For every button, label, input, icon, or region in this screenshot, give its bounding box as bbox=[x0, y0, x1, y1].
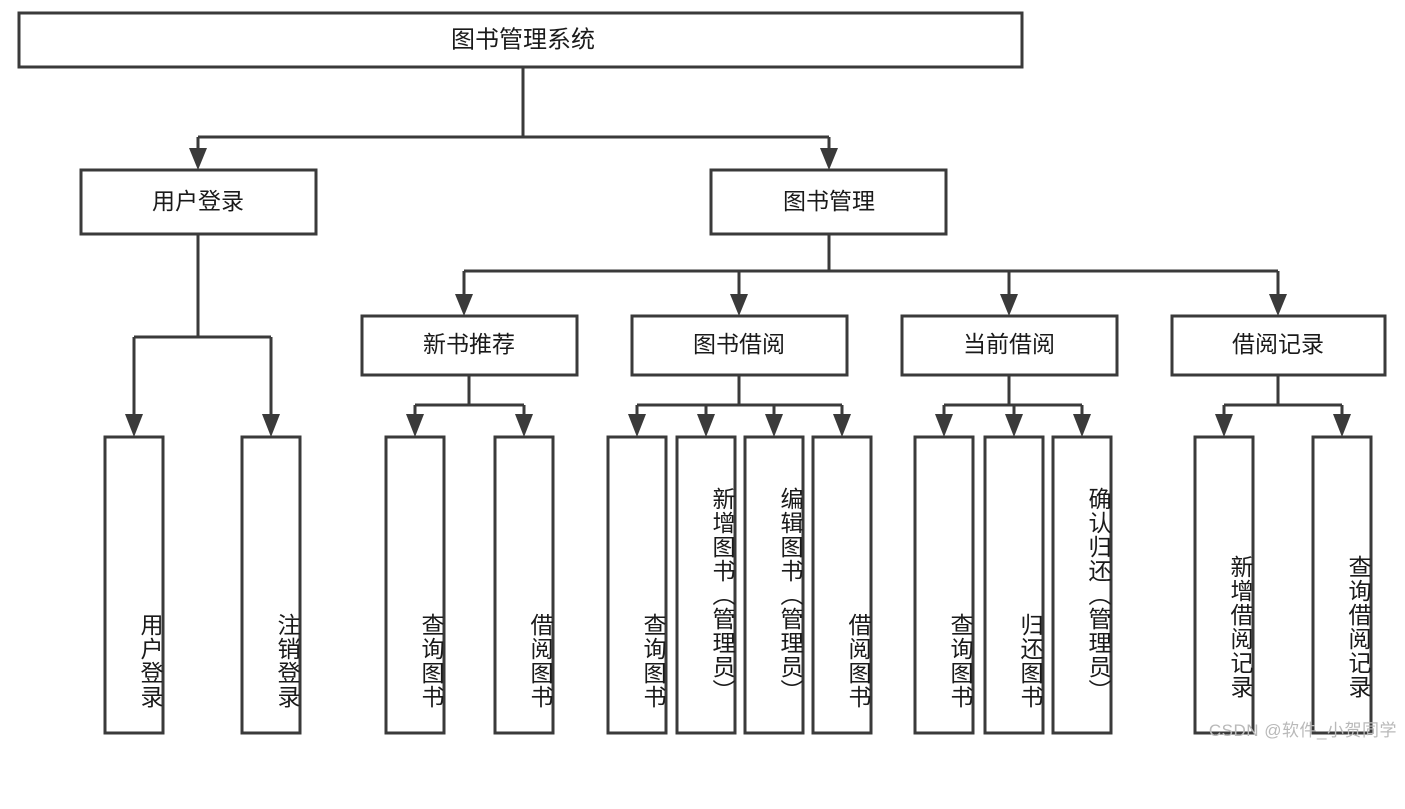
node-book-manage-label: 图书管理 bbox=[783, 188, 875, 214]
node-current-borrow[interactable]: 当前借阅 bbox=[900, 314, 1119, 377]
node-leaf-logout-box[interactable] bbox=[240, 435, 302, 735]
node-book-manage-box[interactable] bbox=[709, 168, 948, 236]
node-leaf-user-login-box[interactable] bbox=[103, 435, 165, 735]
node-leaf-borrow-book-2-box[interactable] bbox=[811, 435, 873, 735]
node-new-book-recommend[interactable]: 新书推荐 bbox=[360, 314, 579, 377]
csdn-watermark: CSDN @软件_小贺同学 bbox=[1208, 721, 1397, 740]
node-leaf-query-record-box[interactable] bbox=[1311, 435, 1373, 735]
arrow-root-to-bookmanage bbox=[820, 148, 838, 170]
arrow-cb-leaf-2 bbox=[1005, 414, 1023, 437]
connector-layer bbox=[125, 67, 1351, 437]
arrow-root-to-userlogin bbox=[189, 148, 207, 170]
arrow-bb-leaf-3 bbox=[765, 414, 783, 437]
node-user-login-label: 用户登录 bbox=[152, 188, 244, 214]
node-root-box[interactable] bbox=[17, 11, 1024, 69]
node-root[interactable]: 图书管理系统 bbox=[17, 11, 1024, 69]
arrow-bm-to-borrowrecord bbox=[1269, 294, 1287, 316]
node-book-borrow-box[interactable] bbox=[630, 314, 849, 377]
node-borrow-record-box[interactable] bbox=[1170, 314, 1387, 377]
arrow-newbook-leaf-1 bbox=[406, 414, 424, 437]
node-leaf-add-record-box[interactable] bbox=[1193, 435, 1255, 735]
node-leaf-confirm-return-box[interactable] bbox=[1051, 435, 1113, 735]
leaf-box-layer bbox=[103, 435, 1373, 735]
node-new-book-recommend-box[interactable] bbox=[360, 314, 579, 377]
node-borrow-record-label: 借阅记录 bbox=[1232, 331, 1324, 357]
arrow-newbook-leaf-2 bbox=[515, 414, 533, 437]
arrow-cb-leaf-1 bbox=[935, 414, 953, 437]
arrow-bb-leaf-1 bbox=[628, 414, 646, 437]
arrow-bm-to-newbook bbox=[455, 294, 473, 316]
arrow-cb-leaf-3 bbox=[1073, 414, 1091, 437]
node-book-borrow-label: 图书借阅 bbox=[693, 331, 785, 357]
node-root-label: 图书管理系统 bbox=[451, 26, 595, 53]
node-leaf-query-book-3-box[interactable] bbox=[913, 435, 975, 735]
node-leaf-add-book-box[interactable] bbox=[675, 435, 737, 735]
node-leaf-edit-book-box[interactable] bbox=[743, 435, 805, 735]
node-book-manage[interactable]: 图书管理 bbox=[709, 168, 948, 236]
arrow-bb-leaf-2 bbox=[697, 414, 715, 437]
arrow-br-leaf-2 bbox=[1333, 414, 1351, 437]
arrow-br-leaf-1 bbox=[1215, 414, 1233, 437]
node-current-borrow-label: 当前借阅 bbox=[963, 331, 1055, 357]
arrow-userlogin-leaf-1 bbox=[125, 414, 143, 437]
arrow-bm-to-currentborrow bbox=[1000, 294, 1018, 316]
node-user-login-box[interactable] bbox=[79, 168, 318, 236]
node-current-borrow-box[interactable] bbox=[900, 314, 1119, 377]
node-user-login[interactable]: 用户登录 bbox=[79, 168, 318, 236]
arrow-bm-to-bookborrow bbox=[730, 294, 748, 316]
node-leaf-query-book-1-box[interactable] bbox=[384, 435, 446, 735]
node-book-borrow[interactable]: 图书借阅 bbox=[630, 314, 849, 377]
node-leaf-query-book-2-box[interactable] bbox=[606, 435, 668, 735]
node-borrow-record[interactable]: 借阅记录 bbox=[1170, 314, 1387, 377]
node-leaf-borrow-book-1-box[interactable] bbox=[493, 435, 555, 735]
flowchart-canvas: 图书管理系统 用户登录 图书管理 新书推荐 图书借阅 当前借阅 借阅记录 bbox=[17, 11, 1397, 740]
arrow-userlogin-leaf-2 bbox=[262, 414, 280, 437]
node-new-book-recommend-label: 新书推荐 bbox=[423, 331, 515, 357]
flowchart-svg: 图书管理系统 用户登录 图书管理 新书推荐 图书借阅 当前借阅 借阅记录 bbox=[17, 11, 1387, 735]
node-leaf-return-book-box[interactable] bbox=[983, 435, 1045, 735]
arrow-bb-leaf-4 bbox=[833, 414, 851, 437]
